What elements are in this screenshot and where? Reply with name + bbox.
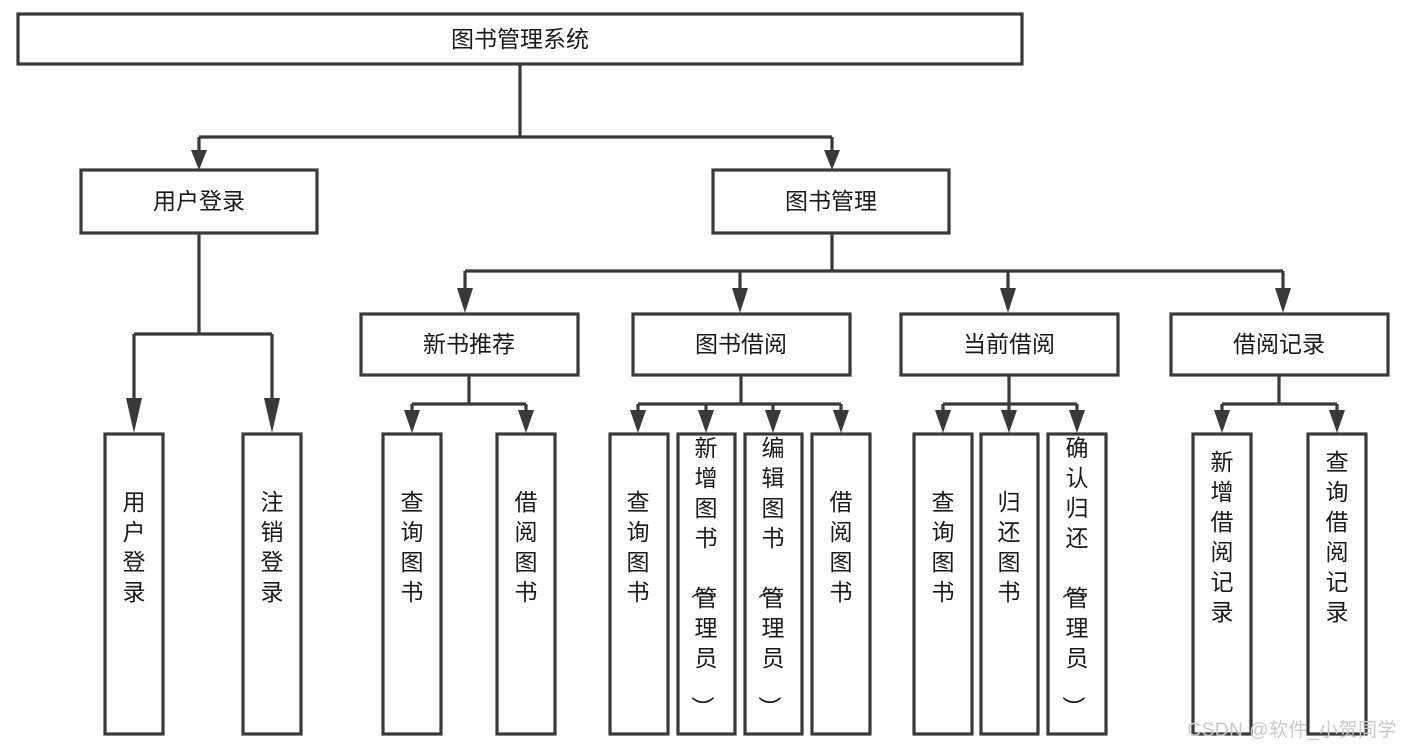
leaf-borrow-book-2[interactable]: 借阅图书 xyxy=(810,432,872,736)
leaf-query-borrow-record-label: 查询借阅记录 xyxy=(1326,449,1349,625)
leaf-user-login-label: 用户登录 xyxy=(123,489,146,605)
node-book-management[interactable]: 图书管理 xyxy=(711,168,951,235)
leaf-confirm-return-admin-label: 确认归还（管理员） xyxy=(1061,435,1089,719)
leaf-query-borrow-record[interactable]: 查询借阅记录 xyxy=(1306,432,1368,736)
leaf-query-borrow-record-box[interactable] xyxy=(1306,432,1368,736)
leaf-add-borrow-record-box[interactable] xyxy=(1191,432,1253,736)
edge-layer xyxy=(126,64,1345,433)
leaf-add-book-admin[interactable]: 新增图书（管理员） xyxy=(676,432,737,736)
node-new-book-recommend-label: 新书推荐 xyxy=(423,331,515,357)
arrow-head-icon xyxy=(1329,410,1345,433)
node-current-borrow[interactable]: 当前借阅 xyxy=(899,312,1120,377)
node-user-login[interactable]: 用户登录 xyxy=(79,168,319,235)
leaf-query-book-1-label: 查询图书 xyxy=(401,489,424,605)
arrow-head-icon xyxy=(630,410,646,433)
leaf-query-book-3[interactable]: 查询图书 xyxy=(912,432,974,736)
node-borrow-record[interactable]: 借阅记录 xyxy=(1169,312,1390,377)
leaf-borrow-book-1-box[interactable] xyxy=(495,432,557,736)
leaf-borrow-book-2-box[interactable] xyxy=(810,432,872,736)
leaf-add-book-admin-label: 新增图书（管理员） xyxy=(690,435,718,719)
node-book-management-label: 图书管理 xyxy=(785,188,877,214)
node-current-borrow-box[interactable] xyxy=(899,312,1120,377)
leaf-query-book-2-box[interactable] xyxy=(608,432,670,736)
arrow-head-icon xyxy=(765,410,781,433)
leaf-edit-book-admin-box[interactable] xyxy=(743,432,804,736)
arrow-head-icon xyxy=(732,288,748,313)
node-borrow-record-box[interactable] xyxy=(1169,312,1390,377)
arrow-head-icon xyxy=(1069,410,1085,433)
leaf-confirm-return-admin-box[interactable] xyxy=(1046,432,1108,736)
leaf-borrow-book-1[interactable]: 借阅图书 xyxy=(495,432,557,736)
node-new-book-recommend-box[interactable] xyxy=(359,312,580,377)
node-book-borrow-label: 图书借阅 xyxy=(695,331,787,357)
leaf-add-book-admin-box[interactable] xyxy=(676,432,737,736)
node-new-book-recommend[interactable]: 新书推荐 xyxy=(359,312,580,377)
leaf-edit-book-admin-label: 编辑图书（管理员） xyxy=(757,435,785,719)
arrow-head-icon xyxy=(404,410,420,433)
leaf-logout-label: 注销登录 xyxy=(261,489,284,605)
arrow-head-icon xyxy=(518,410,534,433)
leaf-logout-box[interactable] xyxy=(241,432,303,736)
node-borrow-record-label: 借阅记录 xyxy=(1233,331,1325,357)
leaf-query-book-1-box[interactable] xyxy=(381,432,443,736)
leaf-query-book-3-box[interactable] xyxy=(912,432,974,736)
arrow-head-icon xyxy=(457,288,473,313)
node-root-box[interactable] xyxy=(16,12,1024,66)
leaf-logout[interactable]: 注销登录 xyxy=(241,432,303,736)
node-user-login-box[interactable] xyxy=(79,168,319,235)
leaf-query-book-3-label: 查询图书 xyxy=(932,489,955,605)
leaf-add-borrow-record[interactable]: 新增借阅记录 xyxy=(1191,432,1253,736)
node-book-management-box[interactable] xyxy=(711,168,951,235)
node-root[interactable]: 图书管理系统 xyxy=(16,12,1024,66)
arrow-head-icon xyxy=(935,410,951,433)
arrow-head-icon xyxy=(1275,288,1291,313)
arrow-head-icon xyxy=(1214,410,1230,433)
leaf-borrow-book-2-label: 借阅图书 xyxy=(830,489,853,605)
node-root-label: 图书管理系统 xyxy=(451,26,589,52)
leaf-edit-book-admin[interactable]: 编辑图书（管理员） xyxy=(743,432,804,736)
node-user-login-label: 用户登录 xyxy=(153,188,245,214)
leaf-return-book-box[interactable] xyxy=(979,432,1040,736)
leaf-borrow-book-1-label: 借阅图书 xyxy=(515,489,538,605)
leaf-user-login-box[interactable] xyxy=(103,432,165,736)
node-current-borrow-label: 当前借阅 xyxy=(963,331,1055,357)
arrow-head-icon xyxy=(833,410,849,433)
node-book-borrow[interactable]: 图书借阅 xyxy=(631,312,852,377)
leaf-query-book-2-label: 查询图书 xyxy=(627,489,650,605)
leaf-query-book-1[interactable]: 查询图书 xyxy=(381,432,443,736)
arrow-head-icon xyxy=(824,150,840,170)
arrow-head-icon xyxy=(126,398,142,433)
leaf-confirm-return-admin[interactable]: 确认归还（管理员） xyxy=(1046,432,1108,736)
arrow-head-icon xyxy=(1000,288,1016,313)
leaf-add-borrow-record-label: 新增借阅记录 xyxy=(1211,449,1234,625)
leaf-return-book[interactable]: 归还图书 xyxy=(979,432,1040,736)
leaf-query-book-2[interactable]: 查询图书 xyxy=(608,432,670,736)
arrow-head-icon xyxy=(1001,410,1017,433)
arrow-head-icon xyxy=(698,410,714,433)
arrow-head-icon xyxy=(264,398,280,433)
leaf-return-book-label: 归还图书 xyxy=(998,489,1021,605)
arrow-head-icon xyxy=(191,150,207,170)
leaf-user-login[interactable]: 用户登录 xyxy=(103,432,165,736)
node-book-borrow-box[interactable] xyxy=(631,312,852,377)
